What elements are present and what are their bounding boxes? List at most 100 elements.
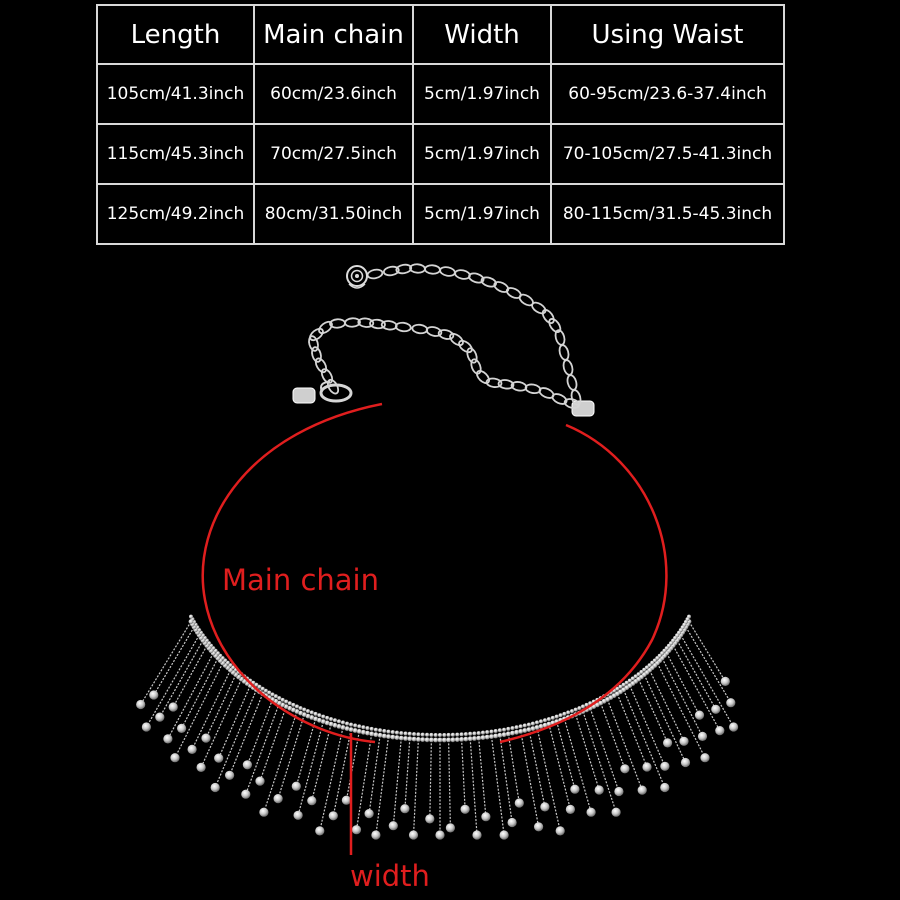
fringe-strand xyxy=(214,689,257,788)
band-stone xyxy=(463,736,469,742)
band-stone xyxy=(558,713,563,718)
band-stone xyxy=(416,737,421,742)
band-stone xyxy=(644,665,649,670)
band-stone xyxy=(655,656,660,661)
cell-using-waist: 70-105cm/27.5-41.3inch xyxy=(550,123,785,185)
fringe-strand xyxy=(174,662,224,758)
fringe-strand xyxy=(332,729,352,816)
fringe-strand xyxy=(172,645,208,708)
band-stone xyxy=(584,702,589,707)
cell-using-waist: 80-115cm/31.5-45.3inch xyxy=(550,183,785,245)
band-stone xyxy=(538,724,544,729)
chain-link xyxy=(541,309,555,324)
band-stone xyxy=(254,682,259,687)
band-stone xyxy=(562,711,567,716)
band-stone xyxy=(403,731,408,736)
fringe-drop-stone xyxy=(155,712,165,722)
fringe-strand xyxy=(616,693,648,768)
fringe-drop-stone xyxy=(445,823,455,833)
band-stone xyxy=(505,731,511,737)
band-stone xyxy=(189,614,193,619)
fringe-drop-stone xyxy=(679,736,689,746)
size-chart-table: Length Main chain Width Using Waist 105c… xyxy=(96,4,785,245)
fringe-strand xyxy=(629,685,666,767)
band-stone xyxy=(633,674,638,679)
chain-link xyxy=(369,318,386,330)
band-stone xyxy=(313,716,318,722)
band-stone xyxy=(373,732,379,738)
band-stone xyxy=(301,712,307,717)
fringe-drop-stone xyxy=(255,776,265,786)
chain-link xyxy=(309,327,324,342)
chain-link xyxy=(411,323,429,335)
band-stone xyxy=(390,734,396,740)
band-stone xyxy=(324,720,330,726)
band-stone xyxy=(534,725,540,730)
band-stone xyxy=(425,732,430,737)
chain-hardware xyxy=(292,263,595,417)
band-stone xyxy=(489,729,494,734)
fringe-strand xyxy=(666,652,701,716)
fringe-drop-stone xyxy=(242,760,252,770)
fringe-strand xyxy=(145,634,200,728)
fringe-drop-stone xyxy=(729,722,739,732)
fringe-drop-stone xyxy=(351,825,362,835)
band-stone xyxy=(325,715,330,720)
fringe-drop-stone xyxy=(586,807,596,817)
fringe-strand xyxy=(507,733,520,804)
chain-link xyxy=(326,378,340,395)
band-stone xyxy=(501,732,507,738)
band-stone xyxy=(320,719,326,724)
fringe-strand xyxy=(582,711,617,813)
fringe-strand xyxy=(368,735,381,814)
fringe-drop-stone xyxy=(425,814,435,824)
band-stone xyxy=(570,709,574,714)
band-stone xyxy=(416,732,421,737)
band-stone xyxy=(381,733,387,739)
cell-length: 115cm/45.3inch xyxy=(96,123,255,185)
band-stone xyxy=(493,733,499,739)
fringe-strand xyxy=(429,739,432,819)
cell-length: 125cm/49.2inch xyxy=(96,183,255,245)
band-stone xyxy=(348,727,354,732)
fringe-drop-stone xyxy=(715,726,725,736)
fringe-drop-stone xyxy=(594,785,604,795)
band-stone xyxy=(263,688,268,693)
cell-width: 5cm/1.97inch xyxy=(412,183,552,245)
band-stone xyxy=(317,717,322,723)
band-stone xyxy=(476,731,481,736)
fringe-drop-stone xyxy=(711,704,721,714)
fringe-strand xyxy=(140,621,192,705)
chain-link xyxy=(320,368,334,384)
band-stone xyxy=(660,651,665,656)
band-stone xyxy=(506,726,511,731)
band-stone xyxy=(542,722,548,728)
fringe-strand xyxy=(295,718,317,787)
band-stone xyxy=(270,692,275,697)
band-stone xyxy=(497,728,502,733)
main-chain-arc-left xyxy=(201,402,383,744)
band-stone xyxy=(398,735,404,741)
fringe-drop-stone xyxy=(163,734,173,744)
fringe-strand xyxy=(167,652,214,740)
band-stone xyxy=(577,706,582,711)
band-stone xyxy=(390,730,395,735)
band-stone xyxy=(463,732,468,737)
fringe-drop-stone xyxy=(637,785,647,795)
main-chain-arc-right xyxy=(499,423,668,744)
band-stone xyxy=(502,727,507,732)
fringe-strand xyxy=(218,685,251,759)
fringe-drop-stone xyxy=(697,731,708,742)
chain-link xyxy=(470,358,482,375)
fringe-drop-stone xyxy=(499,830,509,840)
band-stone xyxy=(459,737,464,742)
fringe-strand xyxy=(229,693,264,776)
band-stone xyxy=(636,672,641,677)
size-table-header-row: Length Main chain Width Using Waist xyxy=(96,4,785,65)
band-stone xyxy=(328,721,334,727)
band-stone xyxy=(442,733,447,737)
band-stone xyxy=(630,676,635,681)
band-stone xyxy=(412,732,417,737)
fringe-strand xyxy=(153,626,195,696)
chain-link xyxy=(395,263,413,275)
